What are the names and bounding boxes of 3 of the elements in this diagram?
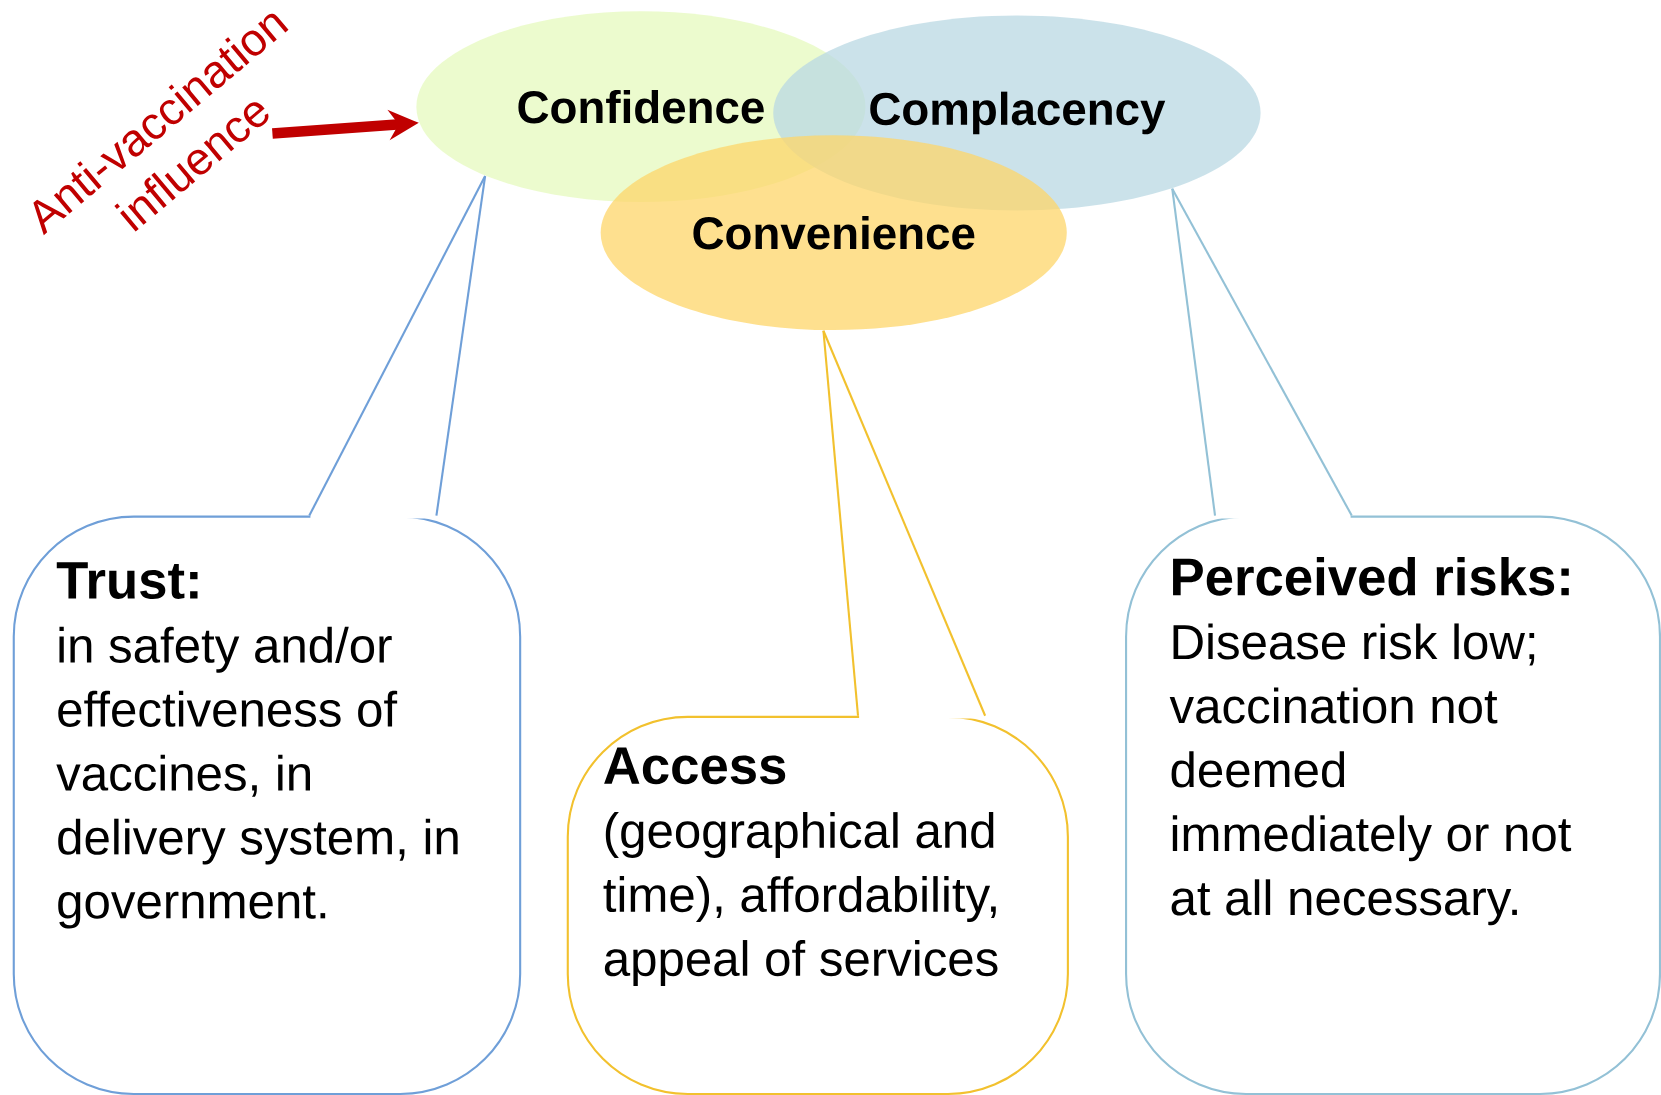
callout-box: Trust: in safety and/or effectiveness of vaccines, in delivery system, in government. [12,512,522,1095]
callout-box: Access (geographical and time), affordability, appeal of services [566,712,1069,1095]
callout-box: Perceived risks: Disease risk low; vaccination not deemed immediately or not at all necessary. [1125,512,1661,1095]
